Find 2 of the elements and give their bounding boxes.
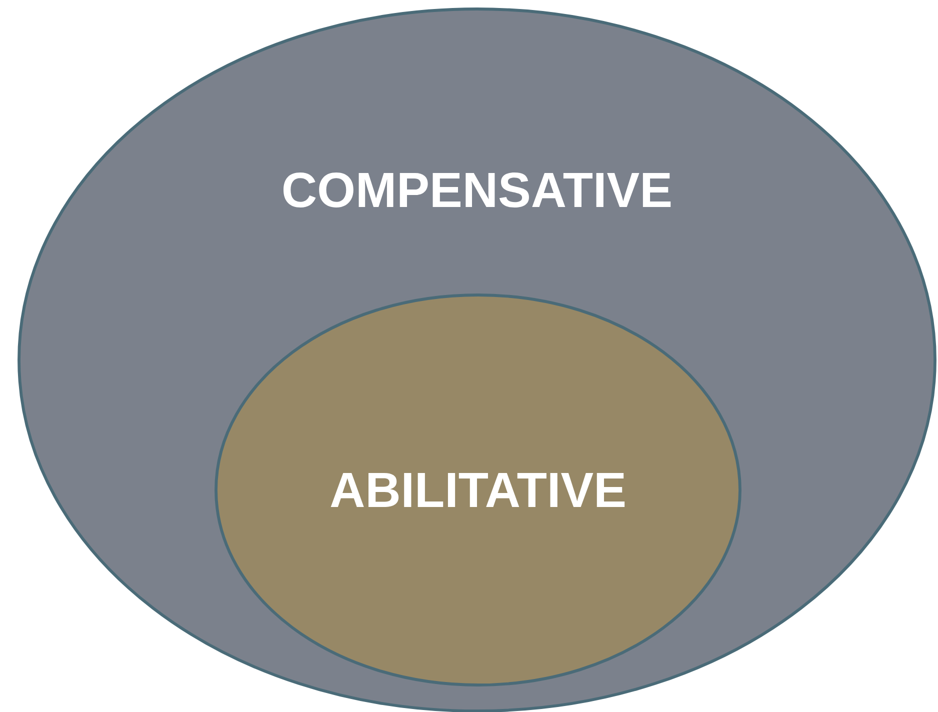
ellipse-label: COMPENSATIVE (284, 172, 671, 208)
ellipse-label: ABILITATIVE (330, 473, 625, 507)
